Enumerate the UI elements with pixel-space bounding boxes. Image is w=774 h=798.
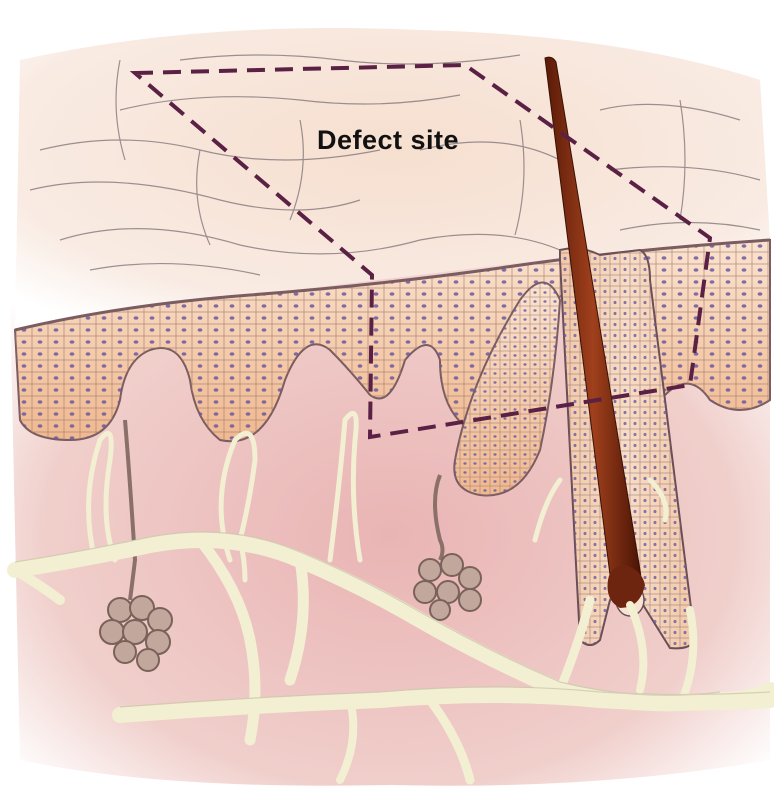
defect-site-label: Defect site	[317, 125, 459, 155]
